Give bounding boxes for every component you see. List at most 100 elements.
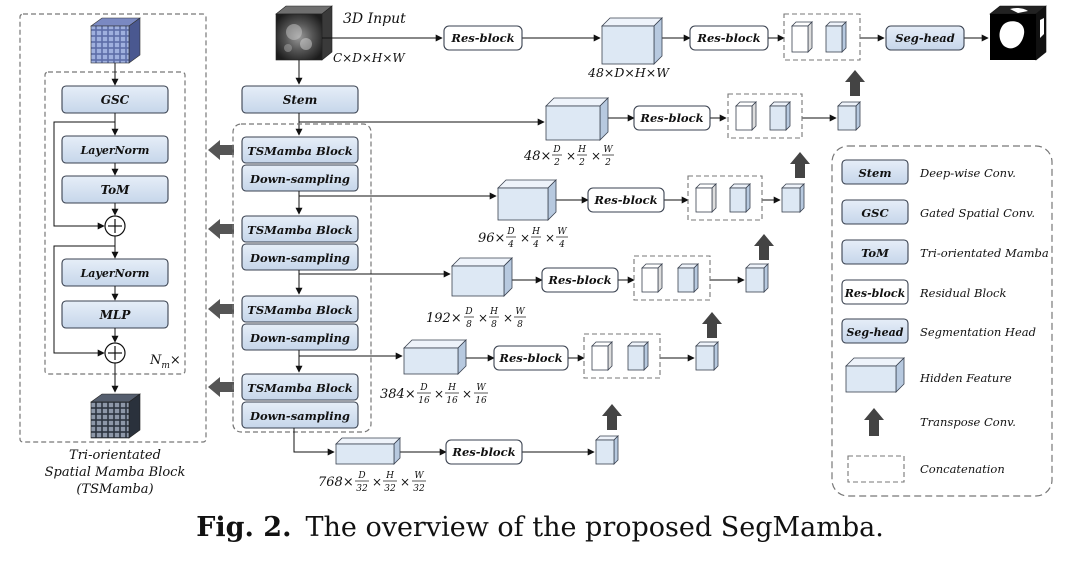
downsampling-block-1: Down-sampling [241,164,359,192]
input-dims: C×D×H×W [333,51,406,65]
tsmamba-block-4: TSMamba Block [241,373,359,401]
svg-text:ToM: ToM [861,246,890,260]
downsampling-block-4: Down-sampling [241,401,359,429]
res-block-3: Res-block [541,267,619,293]
upsampled-feature-1 [837,101,861,131]
seg-head-block: Seg-head [885,25,965,51]
svg-text:2: 2 [604,158,611,168]
up-arrow-icon [702,312,722,338]
svg-text:Gated Spatial Conv.: Gated Spatial Conv. [920,206,1035,220]
stem-label: Stem [283,93,318,107]
downsampling-label: Down-sampling [249,172,350,186]
tsmamba-panel: GSC LayerNorm ToM LayerNorm [19,13,207,497]
res-block-4: Res-block [493,345,569,371]
svg-text:W: W [603,145,613,155]
svg-text:Deep-wise Conv.: Deep-wise Conv. [919,166,1016,180]
dim-label-4: 384× D 16 × H 16 × W 16 [380,383,488,406]
mlp-label: MLP [99,308,132,322]
stem-block: Stem [241,85,359,114]
dim-label-2: 96× D 4 × H 4 × W 4 [478,227,568,250]
layernorm-block-1: LayerNorm [61,135,169,164]
tsmamba-title-line2: Spatial Mamba Block [45,465,186,480]
svg-text:768×: 768× [318,475,354,490]
svg-text:D: D [552,145,560,155]
svg-text:×: × [520,231,530,245]
res-block-5: Res-block [445,439,523,465]
svg-text:Res-block: Res-block [451,445,515,459]
detail-pointer-arrows [208,140,234,397]
res-blocks: Res-block Res-block Res-block Res-block … [443,25,769,465]
add-icon-2 [104,342,126,364]
svg-text:Hidden Feature: Hidden Feature [919,371,1012,385]
gsc-label: GSC [101,93,130,107]
svg-text:Res-block: Res-block [498,351,562,365]
svg-text:×: × [545,231,555,245]
gray-arrow-left-icon [208,140,234,160]
svg-text:8: 8 [466,320,472,330]
legend-item-seghead: Seg-head Segmentation Head [841,318,1036,344]
input-title: 3D Input [343,11,406,27]
downsampling-block-2: Down-sampling [241,243,359,271]
downsampling-label: Down-sampling [249,409,350,423]
svg-text:D: D [357,471,365,481]
transpose-conv-arrows [602,70,865,430]
add-icon-1 [104,215,126,237]
legend-item-transpose-conv: Transpose Conv. [864,408,1016,436]
svg-text:H: H [489,307,498,317]
downsampling-block-3: Down-sampling [241,323,359,351]
hidden-feature-2 [497,179,557,221]
repeat-count-label: Nm× [149,353,181,371]
svg-text:×: × [566,149,576,163]
svg-text:×: × [503,311,513,325]
svg-text:Stem: Stem [858,166,891,180]
gray-arrow-left-icon [208,219,234,239]
dim-label-1: 48× D 2 × H 2 × W 2 [523,145,614,168]
layernorm-label-1: LayerNorm [80,144,150,157]
hidden-feature-4 [403,339,467,375]
svg-text:4: 4 [507,240,514,250]
up-arrow-icon [864,408,884,436]
svg-text:×: × [478,311,488,325]
legend: Stem Deep-wise Conv. GSC Gated Spatial C… [831,145,1053,497]
concat-3 [633,255,711,301]
tsmamba-block-2: TSMamba Block [241,215,359,243]
connections [293,34,989,456]
svg-text:16: 16 [446,396,458,406]
concat-0 [783,13,861,61]
dim-label-0: 48×D×H×W [587,65,670,80]
tsmamba-title-line3: (TSMamba) [76,482,153,497]
tom-label: ToM [101,183,131,197]
upsampled-feature-2 [781,183,805,213]
concat-4 [583,333,661,379]
upsampled-feature-4 [695,341,719,371]
dim-label-5: 768× D 32 × H 32 × W 32 [318,471,426,494]
svg-text:H: H [447,383,456,393]
svg-text:Res-block: Res-block [844,287,906,300]
legend-item-concatenation: Concatenation [847,455,1005,483]
svg-text:W: W [557,227,567,237]
hidden-features [335,17,861,465]
res-block-2: Res-block [587,187,665,213]
hidden-feature-1 [545,97,609,141]
hidden-feature-0 [601,17,663,65]
gray-arrow-left-icon [208,299,234,319]
concat-1 [727,93,803,139]
tom-block: ToM [61,175,169,204]
concatenations [583,13,861,379]
gray-arrow-left-icon [208,377,234,397]
gsc-block: GSC [61,85,169,114]
layernorm-label-2: LayerNorm [80,267,150,280]
svg-text:4: 4 [532,240,539,250]
svg-text:4: 4 [558,240,565,250]
legend-item-resblock: Res-block Residual Block [841,279,1006,305]
svg-text:8: 8 [517,320,523,330]
up-arrow-icon [845,70,865,96]
segmentation-output-cube-icon [989,5,1047,61]
svg-text:×: × [400,475,410,489]
downsampling-label: Down-sampling [249,251,350,265]
svg-text:Concatenation: Concatenation [920,462,1005,476]
up-arrow-icon [754,234,774,260]
svg-text:Seg-head: Seg-head [895,31,955,45]
svg-text:32: 32 [384,484,396,494]
tsmamba-block-label: TSMamba Block [247,303,352,317]
